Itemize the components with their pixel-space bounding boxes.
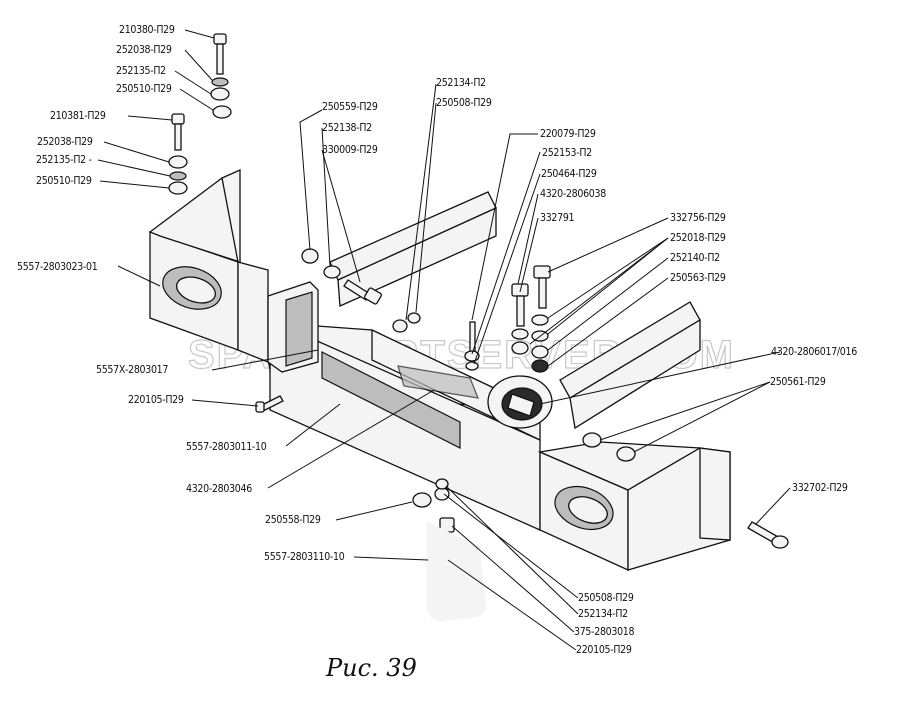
callout-label: 332702-П29 (792, 482, 848, 494)
left-end-bracket (148, 168, 319, 373)
callout-label: 332756-П29 (670, 212, 726, 224)
callout-label: 5557-2803011-10 (186, 441, 267, 453)
leader-lines (97, 29, 791, 651)
callout-label: 250510-П29 (116, 83, 172, 95)
u-bolt (426, 522, 487, 622)
callout-label: 4320-2806038 (540, 188, 606, 200)
callout-label: 252138-П2 (322, 122, 372, 134)
callout-label: 5557-2803110-10 (264, 551, 345, 563)
callout-label: 252135-П2 - (36, 154, 92, 166)
callout-label: 220105-П29 (128, 394, 184, 406)
callout-label: 250558-П29 (265, 514, 321, 526)
callout-label: 250559-П29 (322, 101, 378, 113)
callout-label: 252134-П2 (436, 77, 486, 89)
callout-labels: 210380-П29 252038-П29 252135-П2 250510-П… (17, 24, 858, 656)
figure-caption: Рис. 39 (325, 654, 417, 682)
callout-label: 210381-П29 (50, 110, 106, 122)
callout-label: 4320-2803046 (186, 483, 252, 495)
callout-label: 250508-П29 (436, 97, 492, 109)
fasteners (168, 33, 789, 573)
callout-label: 332791 (540, 212, 575, 224)
callout-label: 5557Х-2803017 (96, 364, 168, 376)
right-end-bracket (537, 441, 731, 572)
callout-label: 4320-2806017/016 (771, 346, 857, 358)
callout-label: 252038-П29 (37, 136, 93, 148)
callout-label: 252135-П2 (116, 65, 166, 77)
callout-label: 252153-П2 (542, 147, 592, 159)
callout-label: 252038-П29 (116, 44, 172, 56)
callout-label: 330009-П29 (322, 144, 378, 156)
callout-label: 5557-2803023-01 (17, 261, 98, 273)
frame-rails (329, 191, 701, 430)
tow-hook-pivot (487, 375, 553, 429)
callout-label: 250563-П29 (670, 272, 726, 284)
callout-label: 250561-П29 (770, 376, 826, 388)
callout-label: 250508-П29 (578, 592, 634, 604)
beam-slot (321, 351, 461, 449)
callout-label: 220079-П29 (540, 128, 596, 140)
callout-label: 252140-П2 (670, 252, 720, 264)
callout-label: 250510-П29 (36, 175, 92, 187)
callout-label: 252134-П2 (578, 608, 628, 620)
callout-label: 250464-П29 (541, 168, 597, 180)
callout-label: 375-2803018 (574, 626, 634, 638)
callout-label: 220105-П29 (576, 644, 632, 656)
callout-label: 252018-П29 (670, 232, 726, 244)
callout-label: 210380-П29 (119, 24, 175, 36)
